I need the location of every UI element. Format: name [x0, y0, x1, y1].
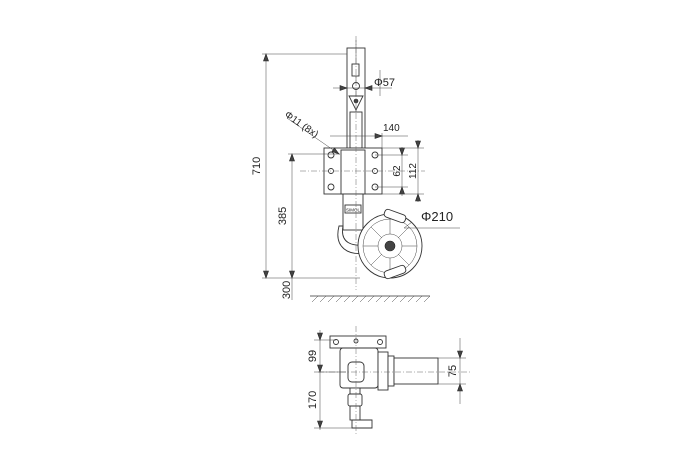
dim-bracket-height: 385	[277, 207, 289, 225]
wheel	[357, 208, 423, 280]
dim-overall-height: 710	[251, 157, 263, 175]
dim-hole-spacing: 62	[392, 165, 403, 177]
top-crank	[351, 419, 373, 429]
top-view: 99 170 75	[307, 326, 470, 434]
dim-hole: Φ11 (8x)	[282, 109, 320, 140]
top-side-tube	[393, 357, 439, 385]
dim-top-handle: 170	[307, 391, 319, 409]
brand-plate	[344, 204, 362, 214]
ground-hatch	[311, 295, 431, 303]
dim-plate-width: 140	[383, 123, 400, 134]
brand-label: SIMOL	[346, 208, 361, 213]
dim-ground-offset: 300	[281, 281, 293, 299]
pin-hole-top	[351, 63, 360, 77]
plate-hole	[327, 183, 335, 191]
dim-wheel-diameter: Φ210	[421, 209, 453, 224]
plate-hole	[327, 151, 335, 159]
dim-tube-diameter: Φ57	[374, 77, 395, 89]
dim-plate-height: 112	[408, 163, 419, 179]
dim-top-offset: 99	[307, 350, 319, 362]
side-view: SIMOL	[251, 36, 460, 303]
plate-clamp	[340, 149, 366, 195]
dim-top-tube: 75	[447, 365, 459, 377]
top-collar	[377, 351, 389, 391]
